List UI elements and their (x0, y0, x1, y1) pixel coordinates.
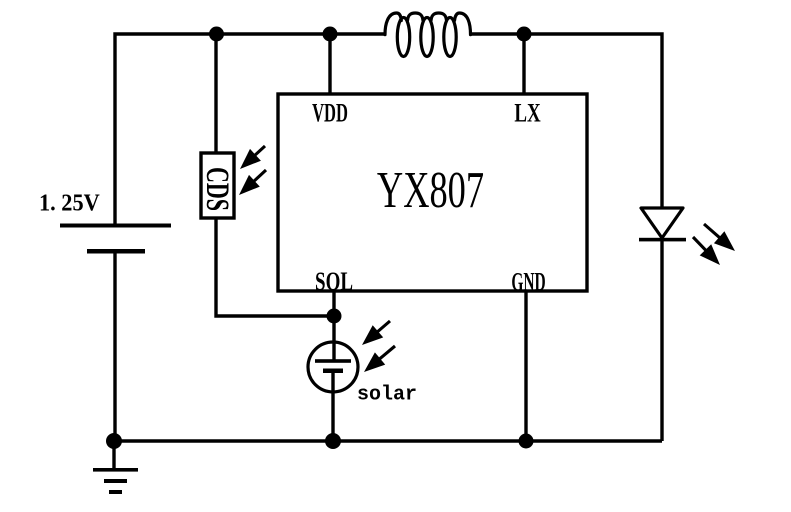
svg-text:CDS: CDS (199, 167, 235, 211)
svg-text:solar: solar (357, 384, 417, 407)
svg-text:VDD: VDD (312, 99, 348, 128)
svg-text:GND: GND (511, 267, 545, 296)
svg-text:1. 25V: 1. 25V (39, 190, 100, 217)
svg-text:LX: LX (514, 99, 541, 128)
svg-text:YX807: YX807 (377, 161, 484, 219)
svg-text:SOL: SOL (315, 267, 353, 296)
